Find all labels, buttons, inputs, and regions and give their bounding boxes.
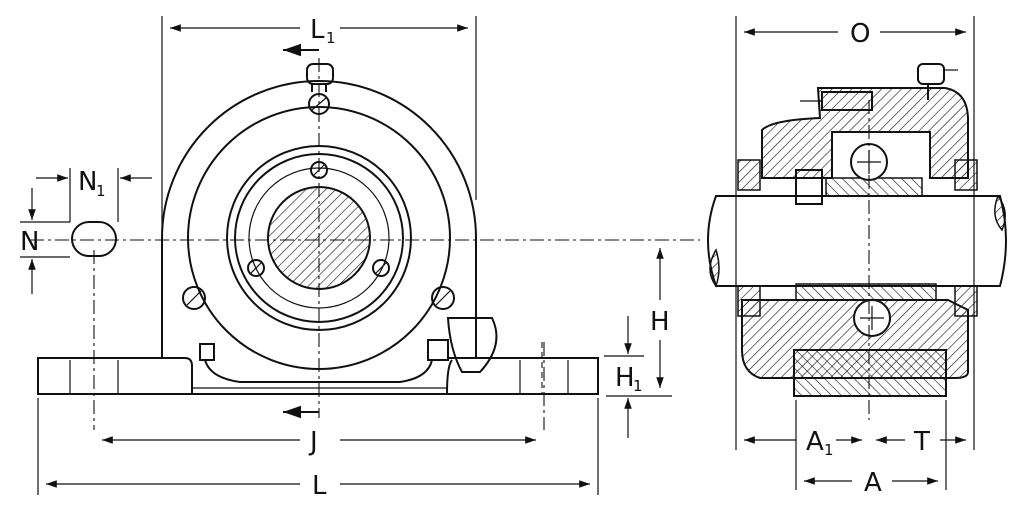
label-J: J [308, 427, 318, 457]
label-A1-sub: 1 [824, 441, 834, 459]
label-H1: H [615, 363, 635, 393]
grease-fitting-side [199, 317, 498, 373]
front-view [30, 43, 700, 430]
label-H: H [650, 307, 670, 337]
grease-fitting-side-view [917, 63, 958, 100]
label-N: N [20, 227, 39, 257]
set-screw-side [795, 91, 873, 205]
bearing-balls [850, 143, 891, 337]
seal-left-top [737, 159, 761, 191]
housing-upper-section [761, 87, 969, 179]
label-H1-sub: 1 [633, 377, 643, 395]
bolt-slot [71, 221, 117, 257]
dimension-lines [20, 16, 966, 495]
label-N1: N [78, 167, 97, 197]
label-N1-sub: 1 [96, 182, 106, 200]
side-section-view [707, 16, 1007, 490]
shaft-side [707, 194, 1007, 288]
bearing-inner-ring-top [825, 177, 923, 197]
base-section [793, 349, 947, 397]
label-L1-sub: 1 [326, 29, 336, 47]
label-L: L [312, 471, 327, 501]
label-A: A [864, 468, 882, 498]
dimension-labels: L 1 N 1 N J L H H 1 O A 1 T A [20, 15, 930, 501]
label-A1: A [806, 427, 824, 457]
seal-right-top [954, 159, 978, 191]
label-T: T [913, 427, 930, 457]
label-O: O [850, 19, 870, 49]
seal-left-bottom [737, 285, 761, 317]
grease-fitting-top [306, 63, 334, 92]
label-L1: L [310, 15, 325, 45]
